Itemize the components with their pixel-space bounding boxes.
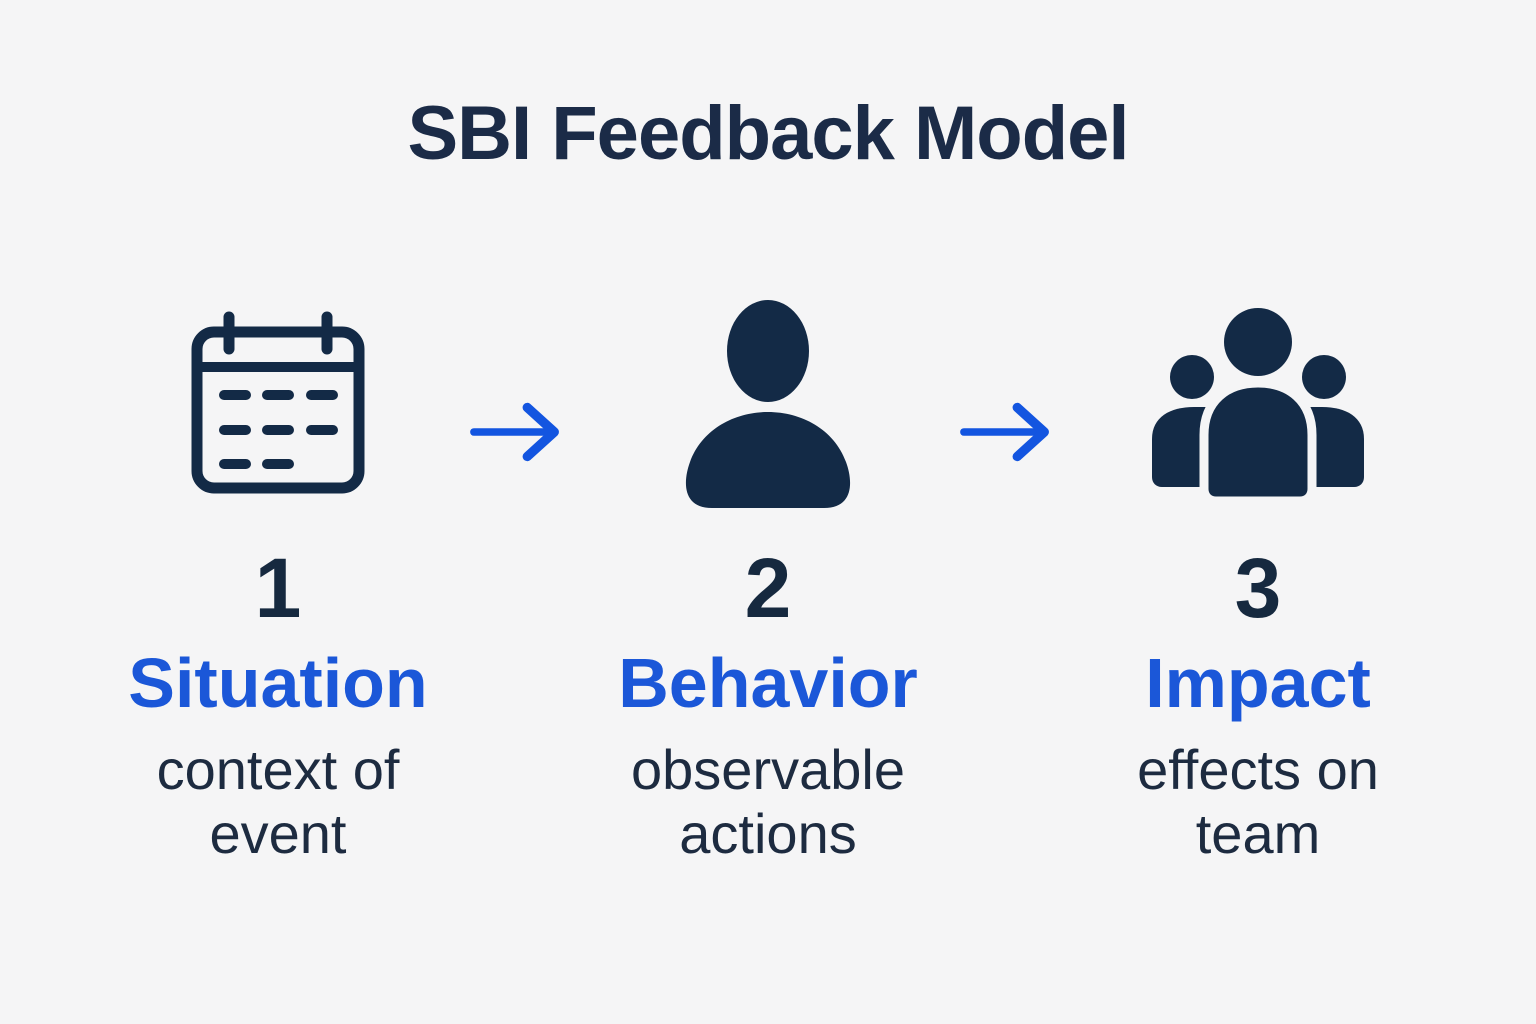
step-impact-icon-box bbox=[1068, 298, 1448, 508]
step-impact: 3 Impact effects on team bbox=[1068, 298, 1448, 867]
step-description: context of event bbox=[156, 738, 400, 866]
arrow-right-icon bbox=[960, 402, 1049, 462]
step-description: effects on team bbox=[1137, 738, 1379, 866]
arrow-cell-2 bbox=[958, 298, 1068, 472]
steps-row: 1 Situation context of event 2 Behavior … bbox=[0, 298, 1536, 867]
step-label: Situation bbox=[128, 644, 428, 722]
sbi-feedback-infographic: SBI Feedback Model bbox=[0, 96, 1536, 867]
person-icon bbox=[685, 300, 851, 508]
page-title: SBI Feedback Model bbox=[407, 91, 1129, 176]
step-situation-icon-box bbox=[88, 298, 468, 508]
arrow-cell-1 bbox=[468, 298, 578, 472]
step-behavior-icon-box bbox=[578, 298, 958, 508]
step-number: 2 bbox=[744, 541, 792, 635]
team-icon bbox=[1152, 308, 1364, 501]
step-number: 1 bbox=[254, 541, 302, 635]
step-situation: 1 Situation context of event bbox=[88, 298, 468, 867]
step-number: 3 bbox=[1234, 541, 1282, 635]
arrow-right-icon bbox=[470, 402, 559, 462]
step-description: observable actions bbox=[631, 738, 905, 866]
step-behavior: 2 Behavior observable actions bbox=[578, 298, 958, 867]
step-label: Impact bbox=[1145, 644, 1371, 722]
calendar-icon bbox=[191, 311, 365, 494]
step-label: Behavior bbox=[618, 644, 918, 722]
